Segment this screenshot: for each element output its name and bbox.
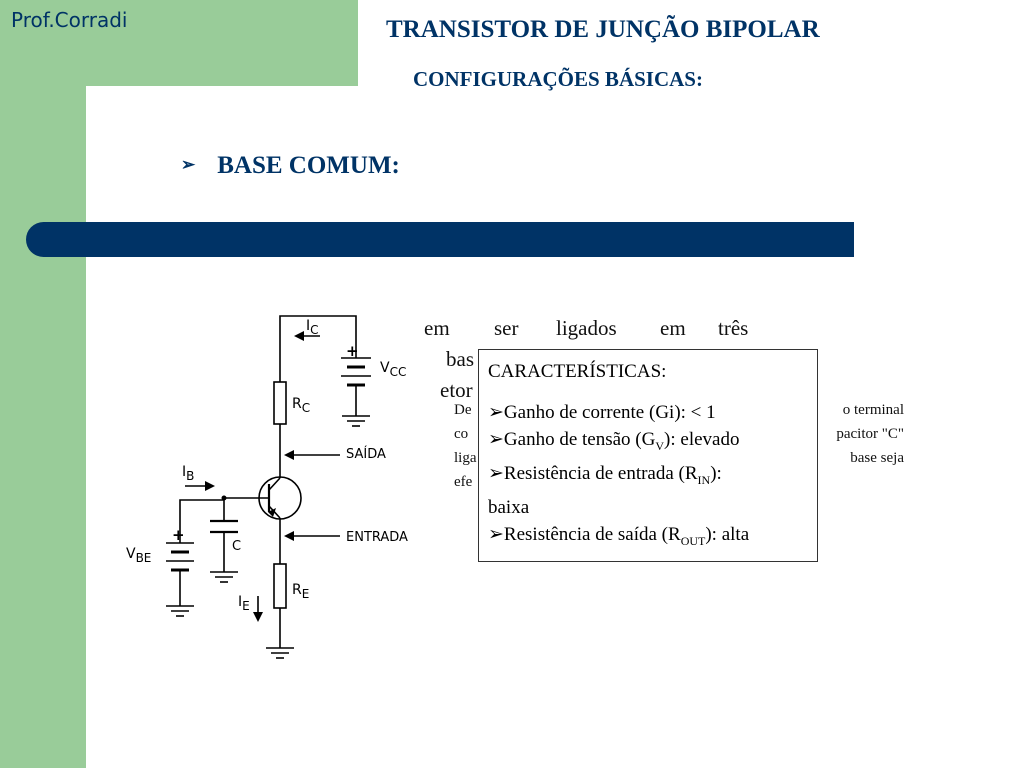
common-base-circuit: IC + VCC RC SAÍDA IB C ENTRADA + VBE IE …	[126, 315, 408, 659]
saida-label: SAÍDA	[346, 446, 386, 462]
section-heading: ➢ BASE COMUM:	[181, 152, 400, 180]
divider-bar	[26, 222, 854, 257]
bg-word: três	[718, 316, 749, 340]
bg-word: ligados	[556, 316, 617, 340]
bg-small-left: De	[454, 402, 472, 418]
bg-small-left: efe	[454, 474, 473, 490]
input-resistance-value: baixa	[488, 496, 530, 518]
vcc-label: VCC	[380, 360, 406, 379]
rc-label: RC	[292, 396, 310, 415]
ie-label: IE	[238, 594, 250, 613]
vbe-label: VBE	[126, 546, 151, 565]
slide-title: TRANSISTOR DE JUNÇÃO BIPOLAR	[386, 16, 820, 43]
bg-fragment: etor	[440, 378, 473, 402]
capacitor-label: C	[232, 539, 241, 554]
current-gain-item: ➢Ganho de corrente (Gi): < 1	[488, 402, 716, 423]
characteristics-box: CARACTERÍSTICAS: ➢Ganho de corrente (Gi)…	[478, 349, 818, 562]
bg-word: ser	[494, 316, 519, 340]
bg-small-right: base seja	[850, 450, 904, 466]
arrow-bullet-icon: ➢	[488, 402, 504, 423]
bg-fragment: bas	[446, 347, 474, 371]
author-label: Prof.Corradi	[11, 8, 128, 32]
vcc-plus-sign: +	[346, 342, 359, 360]
arrow-bullet-icon: ➢	[488, 462, 504, 484]
collector-wire	[279, 315, 357, 470]
re-label: RE	[292, 582, 309, 601]
bg-word: em	[660, 316, 686, 340]
arrow-bullet-icon: ➢	[488, 523, 504, 545]
ic-label: IC	[306, 318, 319, 337]
bg-small-left: liga	[454, 450, 477, 466]
arrow-bullet-icon: ➢	[181, 155, 196, 174]
bg-word: em	[424, 316, 450, 340]
entrada-label: ENTRADA	[346, 530, 408, 545]
green-sidebar	[0, 0, 86, 768]
bg-small-right: o terminal	[842, 402, 904, 418]
slide-subtitle: CONFIGURAÇÕES BÁSICAS:	[413, 67, 703, 91]
arrow-bullet-icon: ➢	[488, 429, 504, 450]
output-resistance-item: ➢Resistência de saída (ROUT): alta	[488, 523, 750, 548]
bg-small-right: pacitor "C"	[836, 426, 904, 442]
ib-label: IB	[182, 464, 194, 483]
voltage-gain-item: ➢Ganho de tensão (GV): elevado	[488, 429, 740, 453]
section-heading-text: BASE COMUM:	[217, 152, 400, 179]
bg-small-left: co	[454, 426, 469, 442]
green-header-band	[0, 0, 358, 86]
characteristics-title: CARACTERÍSTICAS:	[488, 361, 667, 382]
spacer	[488, 385, 808, 399]
input-resistance-item: ➢Resistência de entrada (RIN):	[488, 462, 722, 487]
vbe-plus-sign: +	[172, 526, 185, 544]
